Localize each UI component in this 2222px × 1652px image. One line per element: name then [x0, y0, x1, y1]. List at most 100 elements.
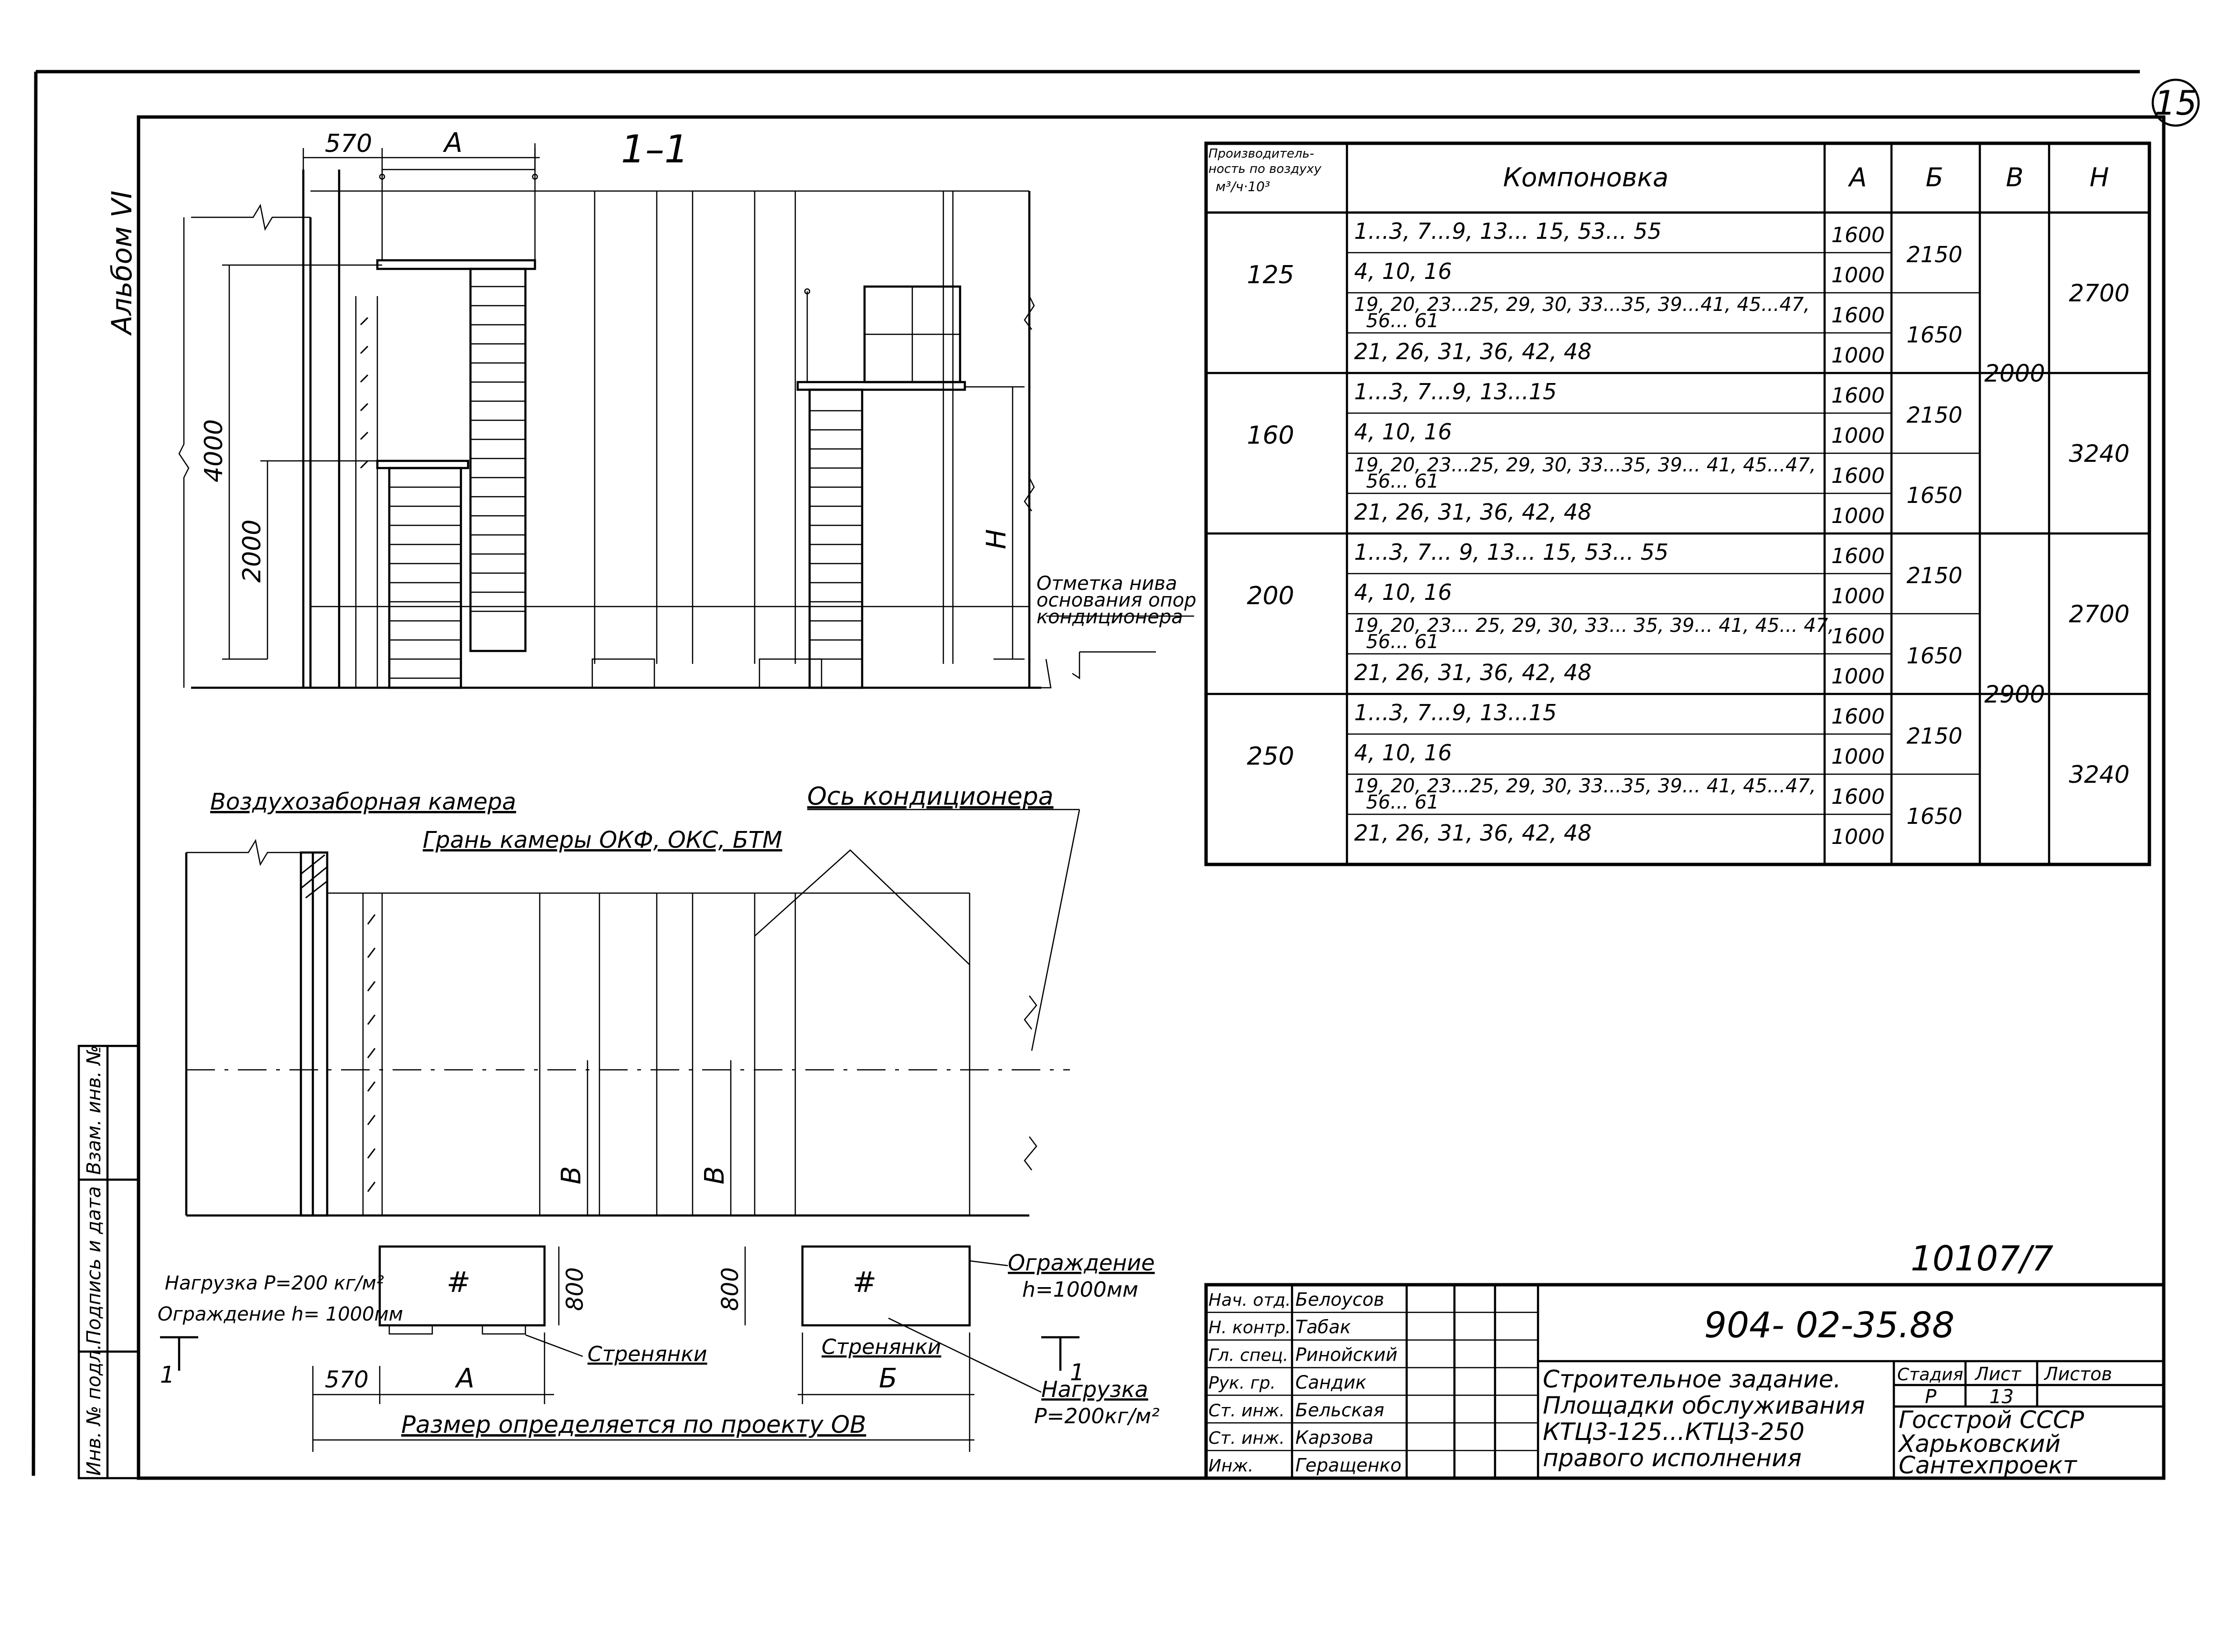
plan-dim-800-left: 800	[562, 1267, 588, 1311]
table-B-cell: 2150	[1906, 723, 1962, 749]
table-A-cell: 1600	[1831, 624, 1885, 649]
table-layout-cell-cont: 56... 61	[1366, 470, 1439, 492]
plan-drawing: Воздухозаборная камера Грань камеры ОКФ,…	[158, 782, 1160, 1452]
table-layout-cell: 4, 10, 16	[1354, 258, 1452, 284]
load-right-2: Р=200кг/м²	[1034, 1404, 1160, 1428]
table-V-cell: 2000	[1984, 360, 2045, 387]
table-A-cell: 1600	[1831, 785, 1885, 809]
table-layout-cell: 21, 26, 31, 36, 42, 48	[1354, 660, 1592, 685]
table-layout-cell: 19, 20, 23...25, 29, 30, 33...35, 39... …	[1354, 454, 1816, 476]
hdr-perf-3: м³/ч·10³	[1216, 179, 1270, 194]
side-stamp-sign: Подпись и дата	[83, 1186, 105, 1344]
section-mark-right: 1	[1070, 1359, 1085, 1386]
section-label: 1–1	[621, 127, 689, 171]
page-number: 15	[2154, 84, 2197, 123]
plan-dim-800-right: 800	[717, 1267, 744, 1311]
table-layout-cell-cont: 56... 61	[1366, 631, 1439, 653]
table-layout-cell: 19, 20, 23...25, 29, 30, 33...35, 39...4…	[1354, 294, 1810, 316]
hdr-B: Б	[1925, 162, 1943, 192]
table-layout-cell: 21, 26, 31, 36, 42, 48	[1354, 820, 1592, 846]
plan-air-chamber: Воздухозаборная камера	[210, 789, 516, 815]
table-layout-cell: 1...3, 7...9, 13...15	[1354, 379, 1557, 405]
plan-dim-B: Б	[879, 1363, 897, 1394]
table-perf-cell: 200	[1247, 582, 1294, 610]
hdr-V: В	[2006, 162, 2023, 192]
table-layout-cell: 19, 20, 23... 25, 29, 30, 33... 35, 39..…	[1354, 615, 1834, 637]
table-B-cell: 2150	[1906, 242, 1962, 267]
page-number-badge: 15	[2151, 78, 2200, 127]
stage-value: Р	[1925, 1386, 1937, 1408]
sheet-frame	[32, 70, 2166, 1480]
stamp-title-4: правого исполнения	[1543, 1444, 1802, 1472]
stamp-name: Карзова	[1295, 1427, 1374, 1448]
table-A-cell: 1000	[1831, 584, 1885, 608]
elev-dim-A: А	[443, 128, 462, 159]
stringers-left: Стренянки	[588, 1342, 707, 1366]
svg-text:#: #	[447, 1266, 470, 1299]
elev-dim-2000: 2000	[238, 520, 267, 583]
table-layout-cell: 21, 26, 31, 36, 42, 48	[1354, 499, 1592, 525]
table-layout-cell-cont: 56... 61	[1366, 791, 1439, 813]
table-H-cell: 3240	[2069, 440, 2129, 468]
plan-dim-B2: В	[699, 1166, 730, 1184]
stamp-title-3: КТЦ3-125...КТЦ3-250	[1543, 1418, 1805, 1446]
plan-dim-B1: В	[556, 1166, 587, 1184]
table-layout-cell-cont: 56... 61	[1366, 310, 1439, 332]
level-note-2: основания опор	[1036, 589, 1196, 611]
stamp-role: Инж.	[1208, 1456, 1253, 1476]
stamp-name: Сандик	[1295, 1372, 1367, 1393]
elev-dim-4000: 4000	[200, 419, 228, 482]
fence-right-2: h=1000мм	[1022, 1278, 1138, 1302]
table-H-cell: 2700	[2069, 600, 2129, 628]
hdr-layout: Компоновка	[1503, 162, 1668, 192]
table-perf-cell: 250	[1247, 742, 1294, 771]
table-A-cell: 1600	[1831, 704, 1885, 729]
table-A-cell: 1000	[1831, 745, 1885, 769]
album-label: Альбом VI	[106, 191, 138, 336]
table-A-cell: 1600	[1831, 303, 1885, 328]
plan-axis: Ось кондиционера	[807, 782, 1054, 811]
table-layout-cell: 1...3, 7...9, 13... 15, 53... 55	[1354, 218, 1662, 244]
hdr-H: Н	[2090, 162, 2109, 192]
elev-dim-H: Н	[981, 529, 1012, 549]
table-B-cell: 1650	[1906, 643, 1962, 669]
size-note: Размер определяется по проекту ОВ	[401, 1411, 866, 1439]
elevation-drawing: 1–1	[178, 127, 1196, 689]
table-A-cell: 1000	[1831, 263, 1885, 288]
table-A-cell: 1000	[1831, 424, 1885, 448]
table-A-cell: 1000	[1831, 825, 1885, 849]
side-stamp-inv: Инв. № подл.	[83, 1344, 105, 1476]
sheet-label: Лист	[1974, 1364, 2022, 1385]
level-note-1: Отметка нива	[1036, 573, 1177, 595]
stamp-name: Ринойский	[1295, 1344, 1398, 1365]
table-A-cell: 1600	[1831, 544, 1885, 568]
side-stamp: Инв. № подл. Подпись и дата Взам. инв. №	[77, 1044, 140, 1480]
sheet-value: 13	[1989, 1386, 2014, 1408]
table-B-cell: 2150	[1906, 402, 1962, 428]
stamp-role: Н. контр.	[1208, 1318, 1291, 1338]
table-A-cell: 1000	[1831, 343, 1885, 368]
table-B-cell: 2150	[1906, 563, 1962, 588]
plan-dim-A: А	[455, 1363, 474, 1394]
stamp-name: Бельская	[1295, 1399, 1384, 1420]
table-H-cell: 3240	[2069, 761, 2129, 789]
stamp-name: Геращенко	[1295, 1455, 1401, 1476]
org-1: Госстрой СССР	[1899, 1406, 2084, 1434]
stamp-title-1: Строительное задание.	[1543, 1365, 1841, 1393]
table-A-cell: 1000	[1831, 664, 1885, 689]
load-left: Нагрузка Р=200 кг/м²	[165, 1272, 384, 1294]
hdr-perf-2: ность по воздуху	[1208, 162, 1322, 176]
table-perf-cell: 125	[1247, 261, 1294, 289]
table-A-cell: 1600	[1831, 384, 1885, 408]
stamp-role: Нач. отд.	[1208, 1290, 1291, 1310]
plan-dim-570: 570	[325, 1366, 369, 1393]
table-A-cell: 1000	[1831, 504, 1885, 528]
table-layout-cell: 4, 10, 16	[1354, 579, 1452, 605]
stringers-right: Стренянки	[822, 1335, 941, 1359]
sheets-label: Листов	[2043, 1364, 2112, 1385]
fence-left: Ограждение h= 1000мм	[158, 1303, 403, 1325]
hdr-A: А	[1848, 162, 1867, 192]
table-layout-cell: 1...3, 7... 9, 13... 15, 53... 55	[1354, 539, 1668, 565]
